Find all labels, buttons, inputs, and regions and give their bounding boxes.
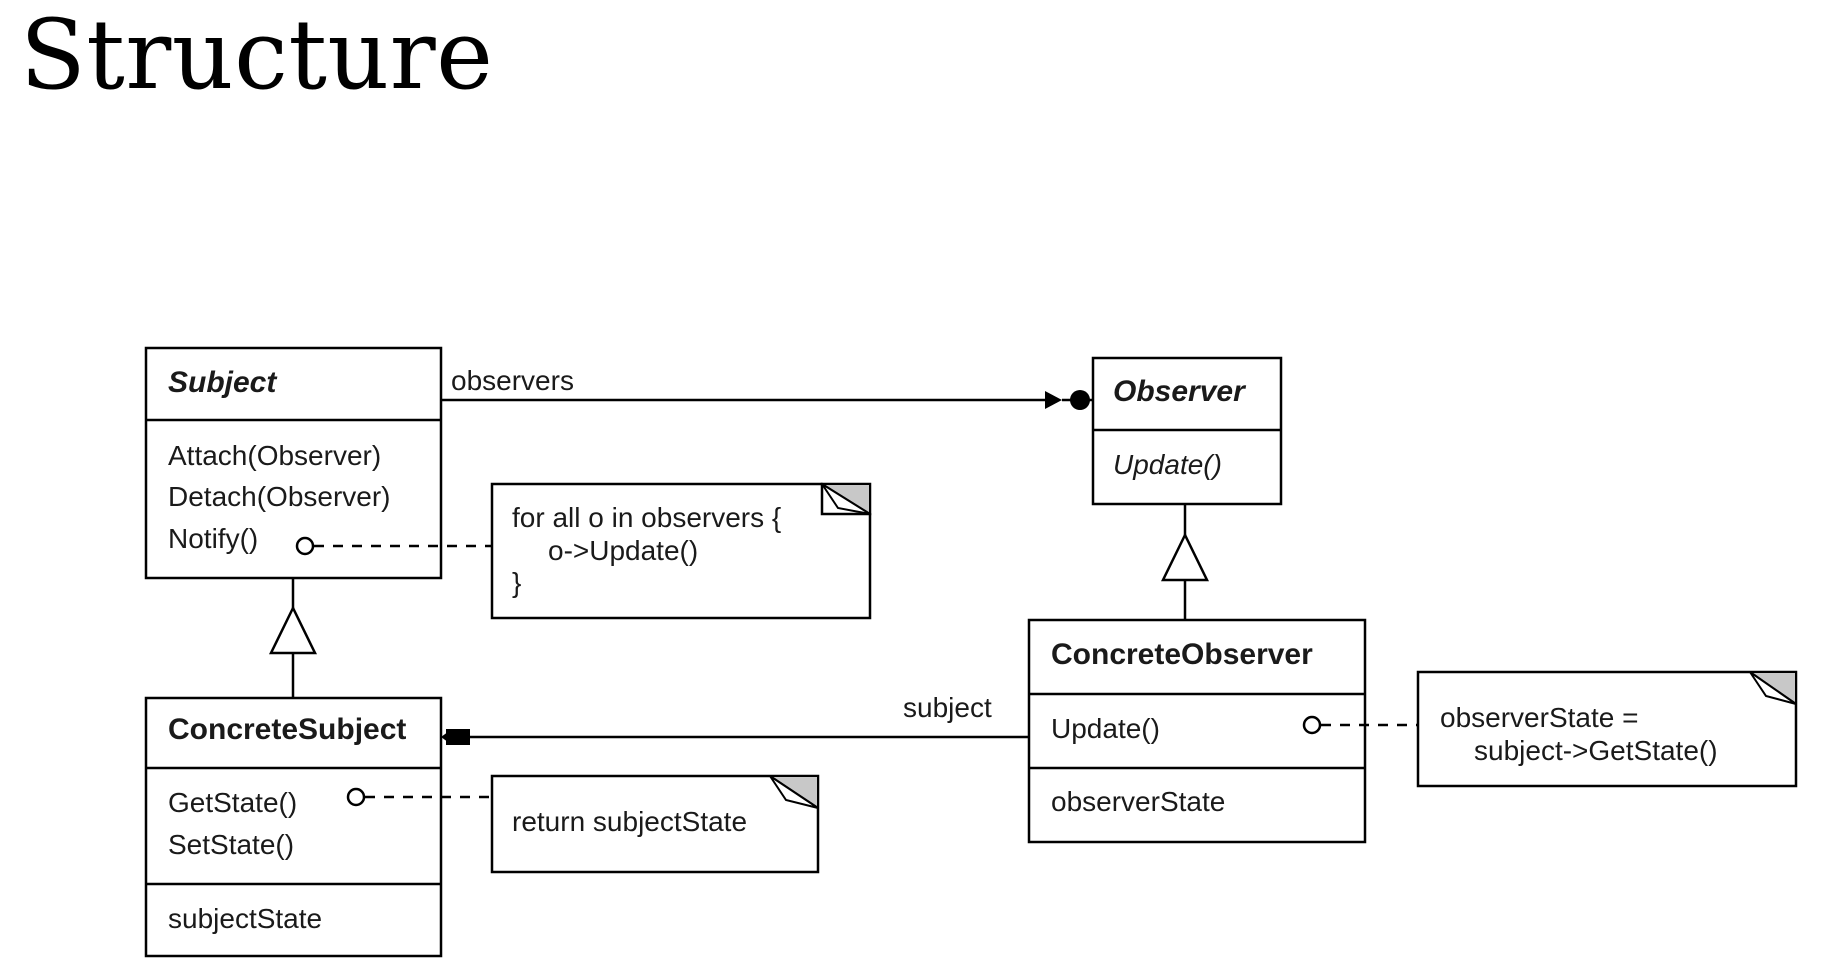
class-name-concrete-observer: ConcreteObserver: [1051, 638, 1313, 671]
inheritance-triangle-icon: [268, 605, 318, 655]
generalization-observer: [1160, 504, 1210, 620]
page-title: Structure: [20, 0, 494, 111]
operation-get-state: GetState(): [168, 787, 297, 818]
class-name-subject: Subject: [168, 366, 278, 399]
operation-set-state: SetState(): [168, 829, 294, 860]
generalization-subject: [268, 578, 318, 698]
attribute-observer-state: observerState: [1051, 786, 1225, 817]
note-line: o->Update(): [548, 535, 698, 566]
class-subject: Subject Attach(Observer) Detach(Observer…: [144, 346, 443, 580]
operation-update-abstract: Update(): [1113, 449, 1222, 480]
class-box-concrete-subject: [144, 696, 443, 958]
class-concrete-subject: ConcreteSubject GetState() SetState() su…: [144, 696, 443, 958]
note-anchor-icon: [1302, 715, 1322, 735]
note-line: }: [512, 567, 521, 598]
note-get-state: return subjectState: [346, 774, 820, 874]
role-label-observers: observers: [451, 365, 574, 396]
note-update: observerState = subject->GetState(): [1302, 670, 1798, 788]
class-concrete-observer: ConcreteObserver Update() observerState: [1027, 618, 1367, 844]
operation-detach: Detach(Observer): [168, 481, 391, 512]
class-box-subject: [144, 346, 443, 580]
note-line: subject->GetState(): [1474, 735, 1718, 766]
inheritance-triangle-icon: [1160, 532, 1210, 582]
note-line: observerState =: [1440, 702, 1638, 733]
note-box: [490, 774, 820, 874]
note-line: for all o in observers {: [512, 502, 781, 533]
attribute-subject-state: subjectState: [168, 903, 322, 934]
association-observers: observers: [441, 365, 1093, 410]
note-box: [1416, 670, 1798, 788]
class-name-concrete-subject: ConcreteSubject: [168, 713, 406, 746]
note-notify: for all o in observers { o->Update() }: [295, 482, 872, 620]
note-box: [490, 482, 872, 620]
class-name-observer: Observer: [1113, 375, 1247, 408]
note-line: return subjectState: [512, 806, 747, 837]
arrowhead-icon: [1045, 391, 1062, 409]
note-anchor-icon: [346, 787, 366, 807]
operation-update: Update(): [1051, 713, 1160, 744]
operation-attach: Attach(Observer): [168, 440, 381, 471]
operation-notify: Notify(): [168, 523, 258, 554]
note-anchor-icon: [295, 536, 315, 556]
role-label-subject: subject: [903, 692, 992, 723]
association-subject: subject: [441, 692, 1029, 745]
class-observer: Observer Update(): [1091, 356, 1283, 506]
